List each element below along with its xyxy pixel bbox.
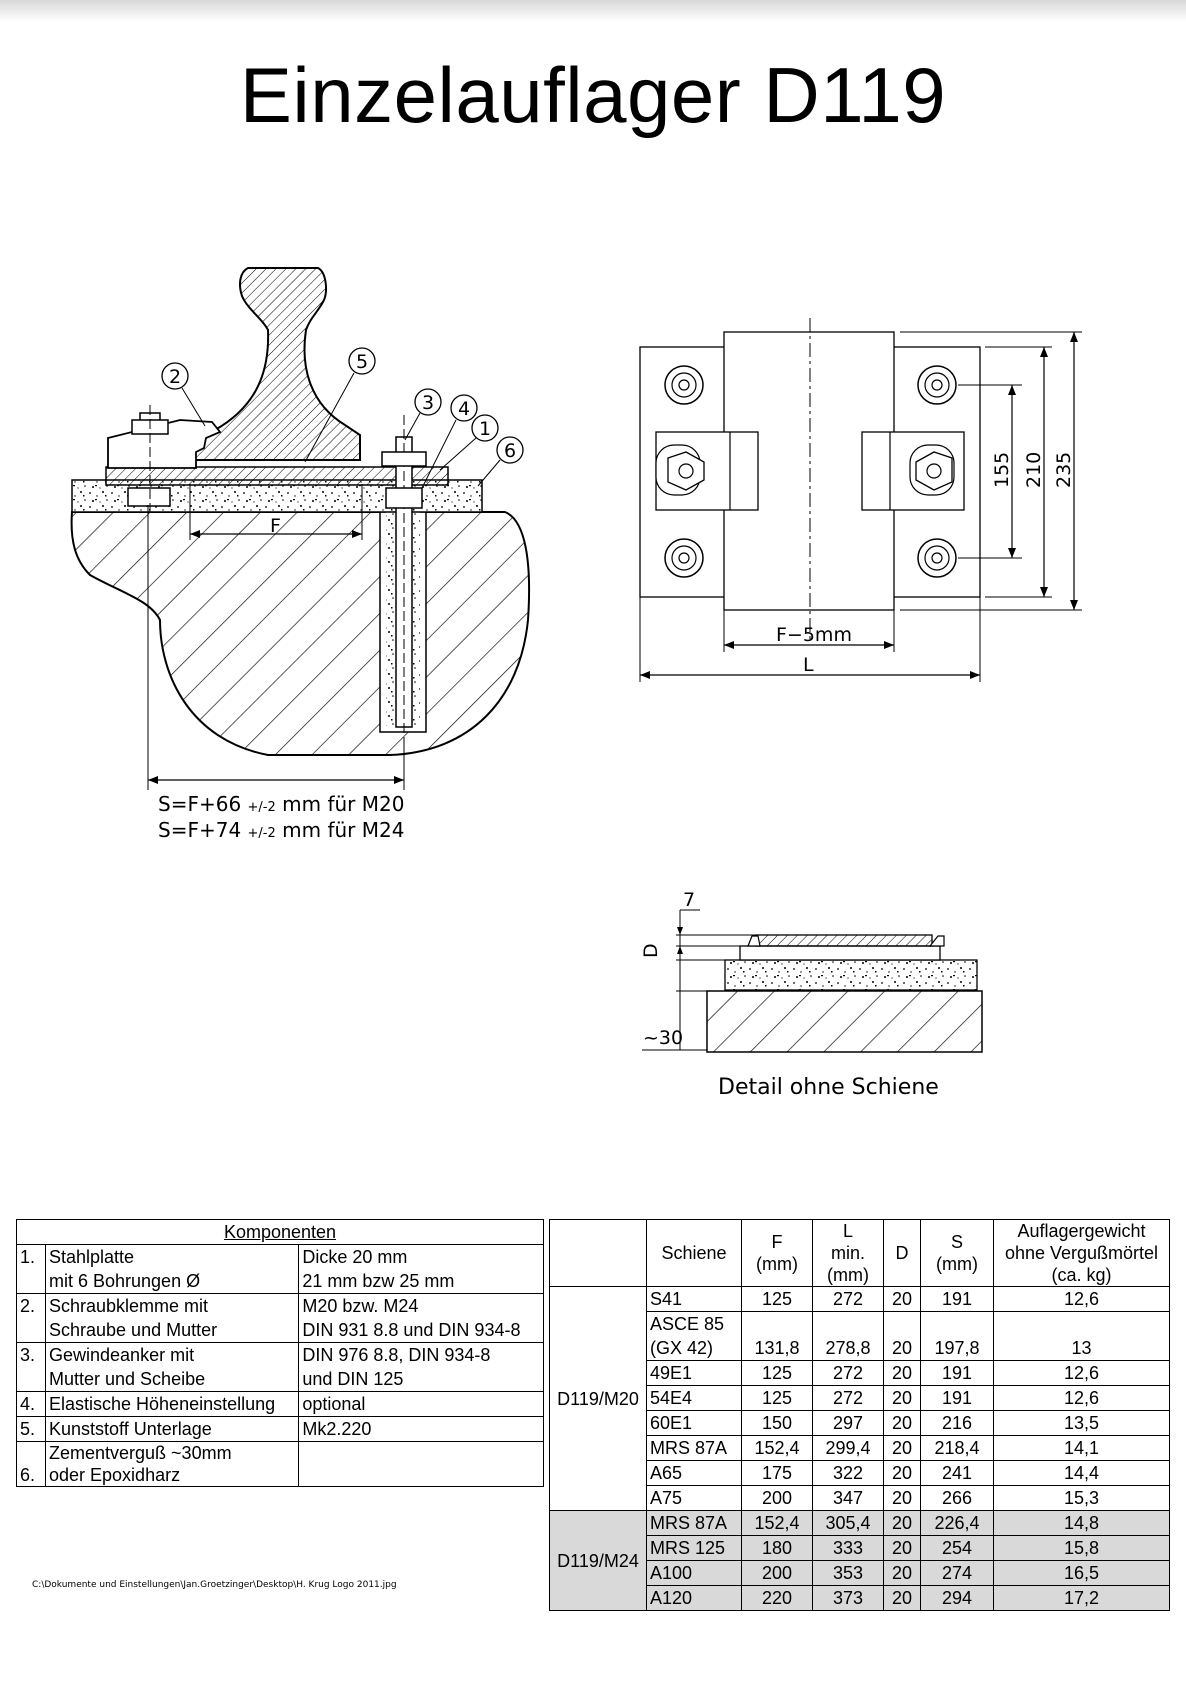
svg-text:6: 6 bbox=[504, 440, 516, 462]
bolt-bottom-right bbox=[917, 538, 957, 578]
svg-text:5: 5 bbox=[356, 351, 368, 373]
table-row: A75 200 347 20 266 15,3 bbox=[550, 1485, 1170, 1511]
group-m24: D119/M24 bbox=[549, 1510, 647, 1611]
svg-text:3: 3 bbox=[422, 392, 434, 414]
svg-text:4: 4 bbox=[458, 398, 470, 420]
table-row: Schraube und Mutter DIN 931 8.8 und DIN … bbox=[16, 1318, 544, 1343]
dim-7-label: 7 bbox=[683, 889, 695, 911]
table-row: 1. Stahlplatte Dicke 20 mm bbox=[16, 1244, 544, 1269]
bolt-top-left bbox=[664, 365, 704, 405]
components-table: Komponenten 1. Stahlplatte Dicke 20 mm m… bbox=[16, 1219, 544, 1487]
callout-2: 2 bbox=[161, 362, 206, 427]
table-row: ASCE 85 bbox=[550, 1311, 1170, 1336]
table-row: 5. Kunststoff Unterlage Mk2.220 bbox=[16, 1416, 544, 1442]
formula-m20: S=F+66 +/-2 mm für M20 bbox=[158, 792, 405, 816]
technical-drawings: F 2 5 3 4 1 bbox=[70, 267, 1082, 1053]
table-row: 4. Elastische Höheneinstellung optional bbox=[16, 1391, 544, 1417]
concrete-beam bbox=[70, 511, 531, 756]
clamp-left bbox=[655, 431, 759, 511]
callout-1: 1 bbox=[439, 414, 499, 471]
formula-m24: S=F+74 +/-2 mm für M24 bbox=[158, 818, 405, 842]
table-row: 2. Schraubklemme mit M20 bzw. M24 bbox=[16, 1293, 544, 1318]
dim-155-label: 155 bbox=[991, 452, 1013, 488]
detail-caption: Detail ohne Schiene bbox=[718, 1075, 939, 1100]
components-header: Komponenten bbox=[16, 1219, 544, 1245]
table-row: D119/M20 S41 125 272 20 191 12,6 bbox=[549, 1286, 1170, 1511]
plan-view: 155 210 235 F−5mm L bbox=[639, 318, 1082, 682]
page-title: Einzelauflager D119 bbox=[239, 51, 947, 139]
detail-plate bbox=[739, 945, 941, 961]
dim-30-label: ~30 bbox=[643, 1027, 683, 1049]
detail-pad bbox=[755, 934, 933, 947]
rail-profile bbox=[191, 267, 361, 461]
group-m20: D119/M20 bbox=[549, 1286, 647, 1511]
dim-D-label: D bbox=[640, 943, 662, 958]
table-row: Mutter und Scheibe und DIN 125 bbox=[16, 1367, 544, 1392]
svg-text:2: 2 bbox=[169, 366, 181, 388]
callout-3: 3 bbox=[404, 388, 442, 441]
callout-4: 4 bbox=[421, 394, 478, 489]
section-view: F 2 5 3 4 1 bbox=[70, 267, 531, 790]
detail-grout bbox=[724, 959, 978, 991]
dim-235-label: 235 bbox=[1053, 452, 1075, 488]
dim-F-label: F bbox=[270, 515, 281, 537]
page-top-shade bbox=[0, 0, 1186, 22]
detail-view: 7 D ~30 bbox=[640, 889, 983, 1053]
table-row: D119/M24 MRS 87A 152,4 305,4 20 226,4 14… bbox=[549, 1510, 1170, 1611]
table-row: mit 6 Bohrungen Ø 21 mm bzw 25 mm bbox=[16, 1269, 544, 1294]
bolt-top-right bbox=[917, 365, 957, 405]
callout-6: 6 bbox=[477, 436, 524, 487]
detail-concrete bbox=[706, 990, 983, 1053]
table-row: 60E1 150 297 20 216 13,5 bbox=[550, 1410, 1170, 1436]
bolt-bottom-left bbox=[664, 538, 704, 578]
table-row: A100 200 353 20 274 16,5 bbox=[550, 1560, 1170, 1586]
table-row: 49E1 125 272 20 191 12,6 bbox=[550, 1360, 1170, 1386]
table-row: MRS 125 180 333 20 254 15,8 bbox=[550, 1535, 1170, 1561]
table-row: 54E4 125 272 20 191 12,6 bbox=[550, 1385, 1170, 1411]
file-path-text: C:\Dokumente und Einstellungen\Jan.Groet… bbox=[32, 1580, 397, 1590]
dim-f5-label: F−5mm bbox=[776, 624, 852, 646]
dim-L-label: L bbox=[803, 654, 814, 676]
dim-210-label: 210 bbox=[1023, 452, 1045, 488]
svg-text:1: 1 bbox=[479, 418, 491, 440]
clamp-right bbox=[861, 431, 965, 511]
callout-5: 5 bbox=[304, 347, 376, 463]
table-row: A120 220 373 20 294 17,2 bbox=[550, 1585, 1170, 1611]
steel-plate bbox=[105, 466, 449, 486]
table-row: 3. Gewindeanker mit DIN 976 8.8, DIN 934… bbox=[16, 1342, 544, 1367]
